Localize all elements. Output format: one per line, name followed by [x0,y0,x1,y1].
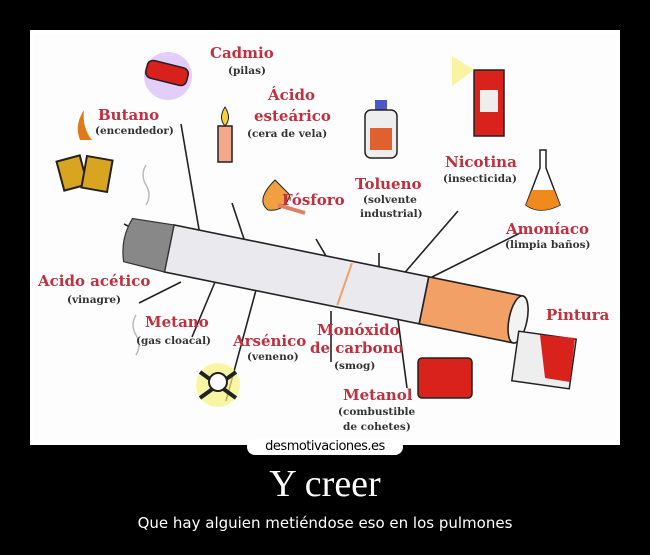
note-nicotina: (insecticida) [443,173,517,185]
label-acido: Ácido [268,86,315,104]
line-acido-acetico [138,281,182,304]
skull-crossbones-icon [196,363,240,407]
label-cadmio: Cadmio [210,44,274,62]
note-metanol-2: de cohetes) [343,421,411,433]
line-nicotina [400,210,459,278]
cigarette-band [336,262,353,306]
smoke-icon [132,164,150,356]
battery-icon [144,52,192,100]
poster-subtitle: Que hay alguien metiéndose eso en los pu… [137,514,513,532]
line-amoniaco [423,231,523,282]
candle-icon [217,106,233,163]
cigarette-filter [418,275,524,344]
line-metano [191,281,216,338]
label-nicotina: Nicotina [445,153,517,171]
label-de-carbono: de carbono [310,339,404,357]
note-amoniaco: (limpia baños) [505,239,591,251]
fuel-can-icon [417,357,473,399]
label-amoniaco: Amoníaco [506,220,589,238]
match-icon [262,179,306,215]
label-monoxido: Monóxido [317,321,400,339]
poster-frame [30,30,620,445]
cigarette [122,217,529,344]
label-estearico: esteárico [254,107,331,125]
poster-title: Y creer [269,463,381,505]
label-arsenico: Arsénico [233,332,307,350]
line-butano [180,123,203,248]
label-fosforo: Fósforo [282,191,345,209]
label-metanol: Metanol [343,386,413,404]
watermark-logo: desmotivaciones.es [247,439,403,455]
paint-can-icon [510,330,578,390]
spray-can-icon [452,56,505,137]
note-tolueno-1: (solvente [363,194,417,206]
note-estearico: (cera de vela) [247,128,328,140]
label-metano: Metano [145,313,209,331]
flask-icon [525,149,561,211]
note-tolueno-2: industrial) [360,208,423,220]
note-butano: (encendedor) [95,125,174,137]
lighter-icon [55,110,114,194]
note-monoxido: (smog) [334,360,376,372]
label-acido-acetico: Acido acético [38,272,151,290]
label-butano: Butano [98,106,160,124]
label-tolueno: Tolueno [355,175,422,193]
label-pintura: Pintura [546,306,610,324]
note-acido-acetico: (vinagre) [67,294,122,306]
note-arsenico: (veneno) [247,351,299,363]
cigarette-ash [122,217,175,273]
note-metano: (gas cloacal) [136,335,212,347]
note-metanol-1: (combustible [338,406,416,418]
solvent-bottle-icon [364,100,398,159]
note-cadmio: (pilas) [228,65,266,77]
line-metanol [397,319,408,389]
